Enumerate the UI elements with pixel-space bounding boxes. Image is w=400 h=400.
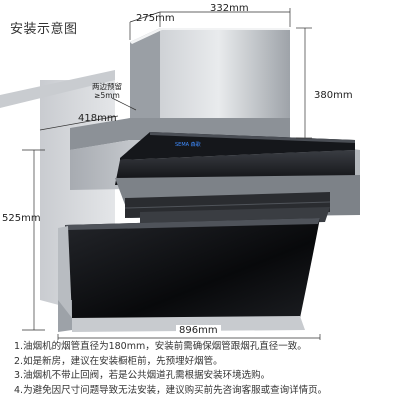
note-item: 2.如是新房，建议在安装橱柜前，先预埋好烟管。	[14, 355, 223, 367]
installation-notes: 1.油烟机的烟管直径为180mm，安装前需确保烟管跟烟孔直径一致。 2.如是新房…	[14, 340, 394, 398]
dim-side-gap-label: 两边预留	[92, 82, 122, 91]
note-item: 4.为避免因尺寸问题导致无法安装，建议购买前先咨询客服或查询详情页。	[14, 384, 328, 396]
brand-logo: SEMA 森歌	[175, 141, 201, 148]
dim-side-gap-value: ≥5mm	[94, 91, 120, 100]
range-hood-diagram: SEMA 森歌	[0, 8, 360, 340]
dim-body-width: 896mm	[176, 325, 221, 336]
side-edge	[58, 226, 72, 318]
dimension-lines	[22, 8, 321, 340]
glass-flap: SEMA 森歌	[120, 132, 355, 160]
dim-chimney-depth: 275mm	[136, 13, 175, 24]
note-item: 1.油烟机的烟管直径为180mm，安装前需确保烟管跟烟孔直径一致。	[14, 341, 307, 352]
dim-body-depth: 418mm	[78, 113, 117, 124]
note-item: 3.油烟机不带止回阀，若是公共烟道孔需根据安装环境选购。	[14, 370, 271, 381]
dim-side-gap: 两边预留 ≥5mm	[92, 82, 122, 100]
dim-chimney-width: 332mm	[210, 3, 249, 14]
dim-chimney-height: 380mm	[314, 90, 353, 101]
front-glass-panel	[65, 218, 320, 320]
dim-body-height: 525mm	[2, 213, 41, 224]
page-title: 安装示意图	[10, 22, 78, 37]
